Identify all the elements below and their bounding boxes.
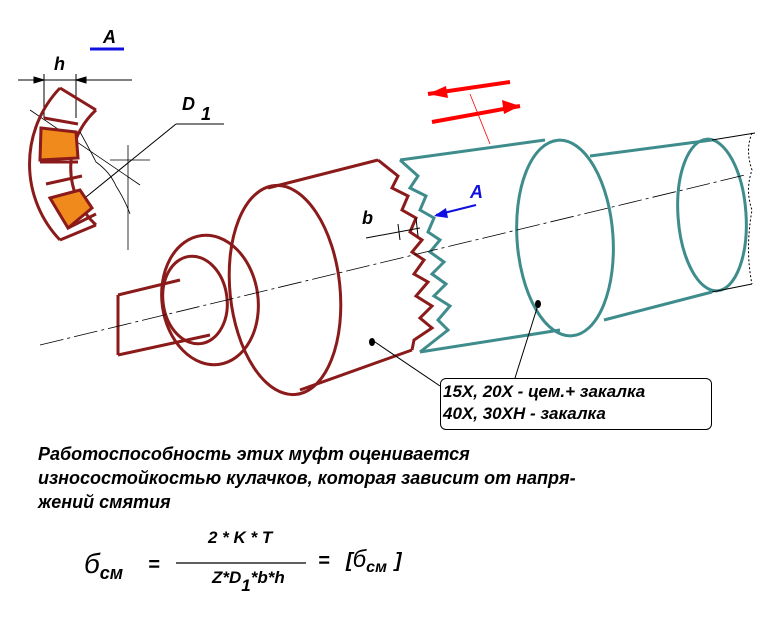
formula-equals-2: = xyxy=(318,550,330,572)
cam-section-highlight-upper xyxy=(38,126,80,162)
rhs-subscript: см xyxy=(366,559,387,576)
materials-line-2: 40X, 30XH - закалка xyxy=(443,404,606,423)
movement-arrows xyxy=(427,80,521,145)
view-arrow-a-label: A xyxy=(470,182,483,202)
formula-rhs: [бсм] xyxy=(346,546,402,576)
denominator-sub: 1 xyxy=(241,576,251,595)
denominator-post: *b*h xyxy=(250,568,285,587)
rhs-close: ] xyxy=(394,550,402,572)
dimension-h-label: h xyxy=(54,54,65,74)
right-clutch-half xyxy=(399,137,748,354)
lhs-subscript: см xyxy=(99,563,124,583)
formula-lhs: бсм xyxy=(84,548,124,583)
materials-note: 15X, 20X - цем.+ закалка 40X, 30XH - зак… xyxy=(440,378,712,430)
rhs-symbol: б xyxy=(352,546,367,573)
note-leaders xyxy=(371,304,539,387)
paragraph-line-3: жений смятия xyxy=(38,492,171,512)
description-paragraph: Работоспособность этих муфт оценивается … xyxy=(38,442,738,514)
dimension-b-label: b xyxy=(362,208,373,228)
denominator-pre: Z*D xyxy=(212,568,242,587)
rhs-open: [ xyxy=(346,550,353,572)
cam-section-highlight-lower xyxy=(47,188,94,231)
axis-line xyxy=(39,174,746,346)
cam-section-dividers xyxy=(40,116,97,230)
d1-sub: 1 xyxy=(201,104,212,124)
cam-section-view xyxy=(18,74,224,250)
right-shaft-outline xyxy=(711,132,756,293)
formula-denominator: Z*D1*b*h xyxy=(212,568,285,595)
d1-main: D xyxy=(182,94,195,114)
paragraph-line-2: износостойкостью кулачков, которая завис… xyxy=(38,468,576,488)
paragraph-line-1: Работоспособность этих муфт оценивается xyxy=(38,444,470,464)
leader-dot-right xyxy=(535,300,541,308)
view-a-label: A xyxy=(103,27,116,47)
leader-dot-left xyxy=(369,338,375,346)
dimension-b xyxy=(365,217,421,241)
cam-section-break-line xyxy=(79,131,131,215)
left-clutch-half xyxy=(116,158,435,397)
formula-equals-1: = xyxy=(148,554,160,576)
view-arrow-a xyxy=(434,204,477,218)
materials-line-1: 15X, 20X - цем.+ закалка xyxy=(443,382,646,401)
lhs-symbol: б xyxy=(84,548,100,579)
formula-numerator: 2 * K * T xyxy=(208,528,273,547)
